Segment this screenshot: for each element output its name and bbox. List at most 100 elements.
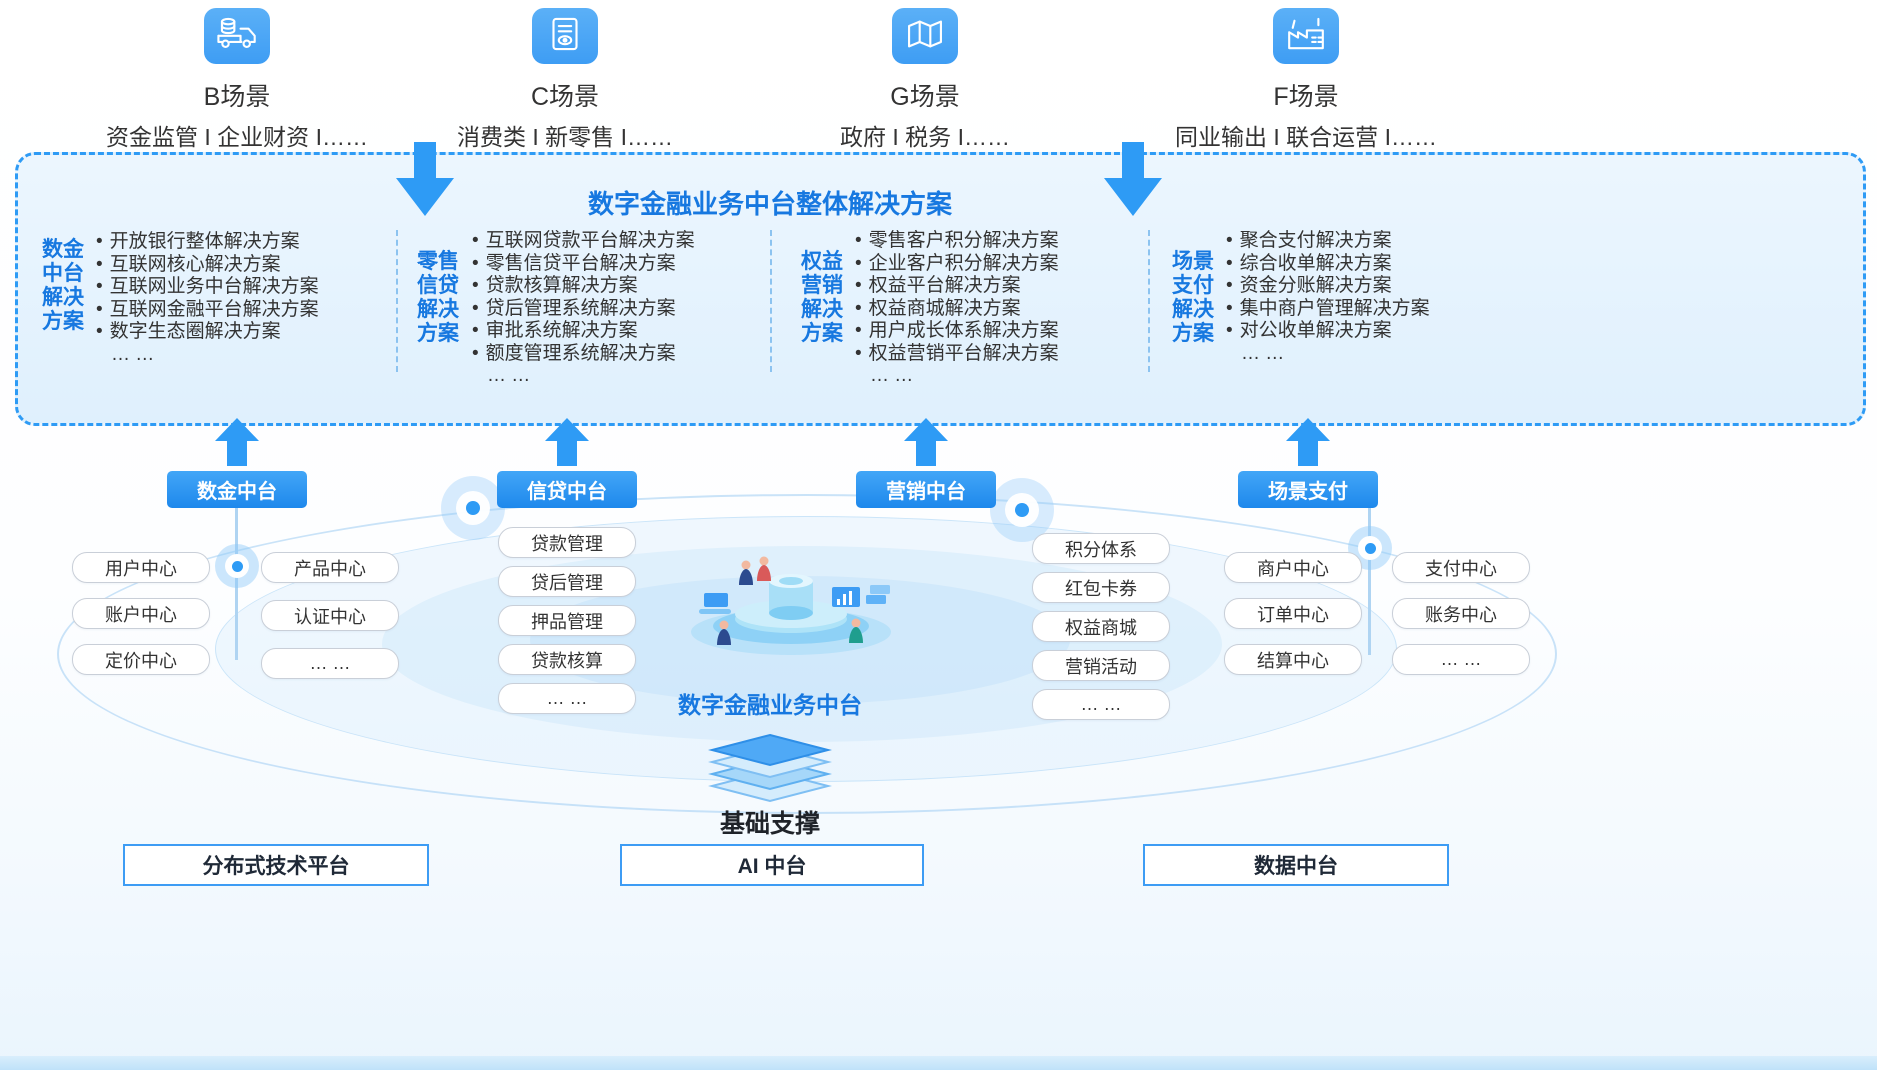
solution-item: 零售信贷平台解决方案	[472, 253, 695, 276]
solution-item: 互联网核心解决方案	[96, 254, 319, 277]
up-arrow-icon	[215, 418, 259, 471]
scenario-b-subtitle: 资金监管 I 企业财资 I……	[106, 124, 368, 150]
solution-col-label-zhifu: 场景 支付 解决 方案	[1172, 250, 1214, 345]
pill-group-yingxiao: 积分体系红包卡券权益商城营销活动 … …	[1032, 533, 1170, 720]
solution-item: 额度管理系统解决方案	[472, 343, 695, 366]
solution-items: 聚合支付解决方案综合收单解决方案资金分账解决方案集中商户管理解决方案对公收单解决…	[1226, 230, 1430, 343]
scenario-b-tile	[204, 8, 270, 64]
scenario-f-subtitle: 同业输出 I 联合运营 I……	[1175, 124, 1437, 150]
platform-tag-zhifu: 场景支付	[1238, 471, 1378, 508]
solution-item: 贷后管理系统解决方案	[472, 298, 695, 321]
document-eye-icon	[542, 14, 588, 59]
solution-item: 互联网金融平台解决方案	[96, 299, 319, 322]
solution-item: 零售客户积分解决方案	[855, 230, 1059, 253]
scenario-g: G场景 政府 I 税务 I……	[695, 8, 1155, 152]
solution-col-zhifu: 聚合支付解决方案综合收单解决方案资金分账解决方案集中商户管理解决方案对公收单解决…	[1226, 230, 1430, 365]
platform-illustration	[666, 533, 916, 663]
solution-item: 贷款核算解决方案	[472, 275, 695, 298]
base-box-distributed-platform: 分布式技术平台	[123, 844, 429, 886]
scenario-b-title: B场景	[203, 83, 271, 111]
scenario-f-tile	[1273, 8, 1339, 64]
pill: 商户中心	[1224, 552, 1362, 583]
scenario-f: F场景 同业输出 I 联合运营 I……	[1076, 8, 1536, 152]
pill: … …	[498, 683, 636, 714]
pill: 押品管理	[498, 605, 636, 636]
layers-stack-icon	[700, 733, 840, 818]
scenario-c: C场景 消费类 I 新零售 I……	[335, 8, 795, 152]
pill: 贷后管理	[498, 566, 636, 597]
orbit-ellipse-outer	[57, 494, 1557, 814]
pill: 贷款核算	[498, 644, 636, 675]
pill: 认证中心	[261, 600, 399, 631]
solution-item: 资金分账解决方案	[1226, 275, 1430, 298]
pill: 支付中心	[1392, 552, 1530, 583]
scenario-f-title: F场景	[1273, 83, 1339, 111]
pill: 红包卡券	[1032, 572, 1170, 603]
scenario-c-tile	[532, 8, 598, 64]
solution-item: 企业客户积分解决方案	[855, 253, 1059, 276]
platform-tag-yingxiao: 营销中台	[856, 471, 996, 508]
scenario-c-subtitle: 消费类 I 新零售 I……	[457, 124, 673, 150]
solution-item: 对公收单解决方案	[1226, 320, 1430, 343]
solution-item: 互联网业务中台解决方案	[96, 276, 319, 299]
scenario-g-subtitle: 政府 I 税务 I……	[840, 124, 1010, 150]
pill: … …	[1032, 689, 1170, 720]
solution-item: 集中商户管理解决方案	[1226, 298, 1430, 321]
platform-tag-shujin: 数金中台	[167, 471, 307, 508]
solution-box-title: 数字金融业务中台整体解决方案	[587, 189, 953, 219]
pill: 贷款管理	[498, 527, 636, 558]
pill: 产品中心	[261, 552, 399, 583]
column-divider	[396, 230, 398, 372]
pill-group-shujin-right: 产品中心认证中心 … …	[261, 552, 399, 679]
center-platform-label: 数字金融业务中台	[678, 692, 862, 718]
column-divider	[770, 230, 772, 372]
solution-more: … …	[1241, 342, 1285, 364]
scenario-g-title: G场景	[890, 83, 960, 111]
down-arrow-icon	[1104, 142, 1162, 221]
connector-node	[215, 544, 259, 588]
pill-group-xindai: 贷款管理贷后管理押品管理贷款核算 … …	[498, 527, 636, 714]
pill: 账户中心	[72, 598, 210, 629]
pill: 账务中心	[1392, 598, 1530, 629]
pill: 用户中心	[72, 552, 210, 583]
solution-item: 权益营销平台解决方案	[855, 343, 1059, 366]
pill-group-shujin-left: 用户中心账户中心定价中心	[72, 552, 210, 675]
pill-group-payment-left: 商户中心订单中心结算中心	[1224, 552, 1362, 675]
column-divider	[1148, 230, 1150, 372]
pill: … …	[1392, 644, 1530, 675]
solution-col-quanyi: 零售客户积分解决方案企业客户积分解决方案权益平台解决方案权益商城解决方案用户成长…	[855, 230, 1059, 388]
solution-item: 权益商城解决方案	[855, 298, 1059, 321]
solution-item: 互联网贷款平台解决方案	[472, 230, 695, 253]
up-arrow-icon	[904, 418, 948, 471]
base-box-data-platform: 数据中台	[1143, 844, 1449, 886]
pill: 权益商城	[1032, 611, 1170, 642]
solution-item: 审批系统解决方案	[472, 320, 695, 343]
solution-more: … …	[870, 365, 914, 386]
map-icon	[902, 14, 948, 59]
pill: … …	[261, 648, 399, 679]
solution-item: 聚合支付解决方案	[1226, 230, 1430, 253]
scenario-b: B场景 资金监管 I 企业财资 I……	[7, 8, 467, 152]
pill: 营销活动	[1032, 650, 1170, 681]
pill-group-payment-right: 支付中心账务中心 … …	[1392, 552, 1530, 675]
pill: 积分体系	[1032, 533, 1170, 564]
solution-item: 开放银行整体解决方案	[96, 231, 319, 254]
solution-item: 用户成长体系解决方案	[855, 320, 1059, 343]
solution-col-label-xindai: 零售 信贷 解决 方案	[417, 250, 459, 345]
down-arrow-icon	[396, 142, 454, 221]
solution-col-xindai: 互联网贷款平台解决方案零售信贷平台解决方案贷款核算解决方案贷后管理系统解决方案审…	[472, 230, 695, 388]
factory-icon	[1283, 14, 1329, 59]
solution-more: … …	[111, 343, 155, 365]
pill: 订单中心	[1224, 598, 1362, 629]
solution-item: 权益平台解决方案	[855, 275, 1059, 298]
solution-item: 数字生态圈解决方案	[96, 321, 319, 344]
scenario-g-tile	[892, 8, 958, 64]
solution-items: 开放银行整体解决方案互联网核心解决方案互联网业务中台解决方案互联网金融平台解决方…	[96, 231, 319, 344]
base-box-ai-platform: AI 中台	[620, 844, 924, 886]
solution-col-label-shujin: 数金 中台 解决 方案	[42, 238, 84, 333]
scenario-c-title: C场景	[530, 83, 600, 111]
ripple-node	[990, 478, 1054, 542]
pill: 结算中心	[1224, 644, 1362, 675]
up-arrow-icon	[545, 418, 589, 471]
